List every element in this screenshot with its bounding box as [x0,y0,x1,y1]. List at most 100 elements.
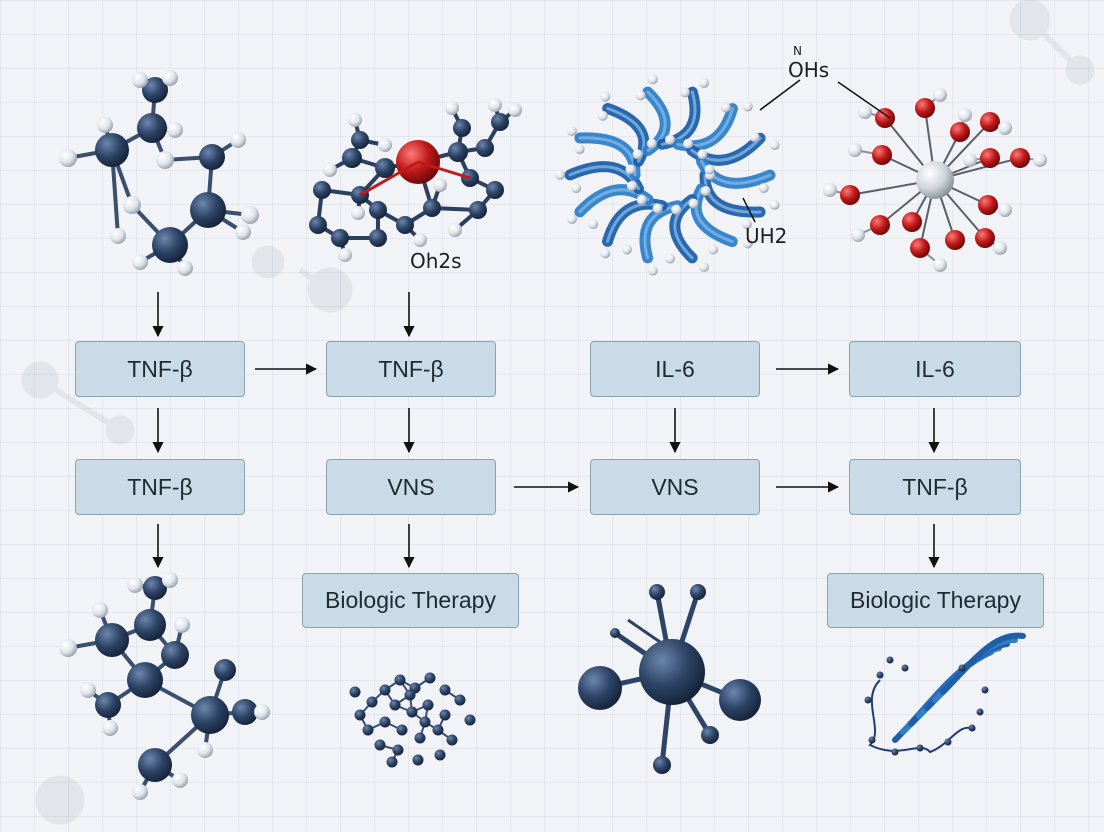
atom [396,724,408,736]
atom [976,708,984,716]
atom [486,181,504,199]
atom [453,119,471,137]
atom [313,181,331,199]
atom [653,756,671,774]
atom [600,248,611,259]
atom [366,696,378,708]
molecule-top-2 [309,98,522,262]
atom [235,224,251,240]
molecule-bottom-3 [578,584,761,774]
beta-strand-highlight [673,198,694,260]
atom [414,732,426,744]
label-oh2s: Oh2s [410,249,462,273]
atom [439,709,451,721]
atom [123,196,141,214]
atom [902,212,922,232]
atom [80,682,96,698]
atom [574,144,585,155]
atom [59,149,77,167]
atom [872,145,892,165]
atom [958,108,972,122]
atom [769,140,780,151]
atom [378,138,392,152]
atom [758,183,769,194]
atom [944,738,952,746]
beta-strand [940,632,1026,695]
atom [406,706,418,718]
atom [309,216,327,234]
atom [469,201,487,219]
atom [488,98,502,112]
atom [626,180,637,191]
atom [625,164,636,175]
atom [351,131,369,149]
node-r3c4[interactable]: Biologic Therapy [827,573,1044,628]
atom [578,666,622,710]
atom [424,672,436,684]
atom [127,662,163,698]
atom [448,223,462,237]
atom [369,201,387,219]
atom [191,696,229,734]
atom [665,253,675,264]
node-r2c1[interactable]: TNF-β [75,459,245,515]
node-r2c4[interactable]: TNF-β [849,459,1021,515]
atom [742,238,753,249]
atom [132,784,148,800]
molecule-bottom-1 [59,572,270,800]
node-r1c1[interactable]: TNF-β [75,341,245,397]
atom [167,122,183,138]
atom [331,229,349,247]
arrows [152,292,940,569]
node-r1c2[interactable]: TNF-β [326,341,496,397]
atom [998,121,1012,135]
atom [419,716,431,728]
node-r1c4[interactable]: IL-6 [849,341,1021,397]
bond [417,160,471,180]
atom [156,151,174,169]
atom [950,122,970,142]
callout-line-ohs-left [759,79,801,111]
atom [978,195,998,215]
atom [338,248,352,262]
node-r2c3[interactable]: VNS [590,459,760,515]
node-r3c2[interactable]: Biologic Therapy [302,573,519,628]
atom [749,132,760,143]
molecule-top-1 [59,70,259,276]
atom [868,736,876,744]
atom [197,742,213,758]
atom [701,726,719,744]
atom [720,102,731,113]
atom [386,756,398,768]
atom [632,149,643,160]
atom [646,138,657,149]
atom [404,689,416,701]
atom [392,744,404,756]
protein-ribbon-bottom [864,632,1026,756]
atom [891,748,899,756]
atom [254,704,270,720]
beta-strand-highlight [643,204,680,260]
atom [980,148,1000,168]
atom [690,584,706,600]
atom [679,87,690,98]
atom [886,656,894,664]
atom [152,227,188,263]
atom [161,641,189,669]
atom [434,749,446,761]
atom [555,170,565,180]
atom [491,113,509,131]
atom [445,101,459,115]
atom [448,142,468,162]
atom [698,77,709,88]
atom [566,126,577,137]
atom [110,228,126,244]
node-r2c2[interactable]: VNS [326,459,496,515]
atom [848,143,862,157]
beta-strand-highlight [694,187,734,244]
atom [138,748,172,782]
node-r1c3[interactable]: IL-6 [590,341,760,397]
atom [132,72,148,88]
